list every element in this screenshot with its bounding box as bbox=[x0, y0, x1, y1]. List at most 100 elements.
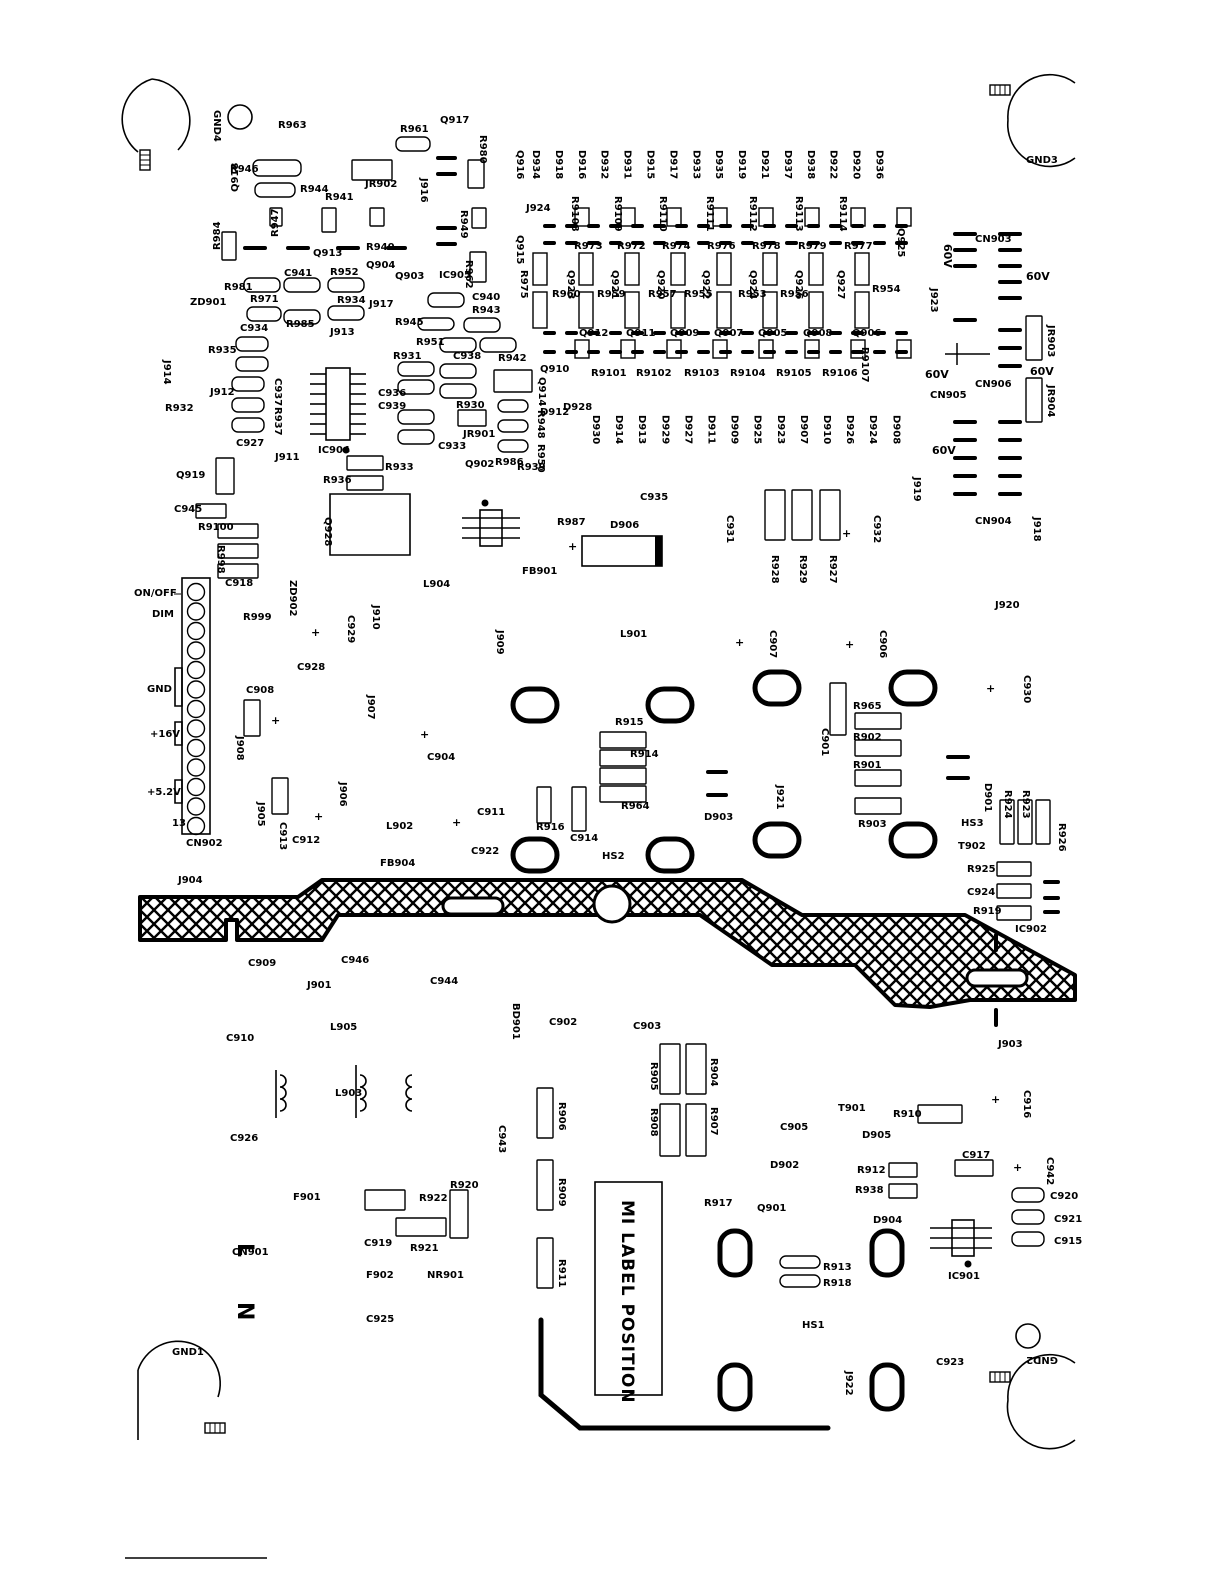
component-label: J918 bbox=[1031, 516, 1042, 542]
component-pad bbox=[536, 786, 552, 824]
component-label: C912 bbox=[292, 835, 320, 846]
component-pad bbox=[779, 1274, 821, 1288]
screw-icon-top-right bbox=[989, 84, 1011, 96]
component-pad bbox=[246, 306, 282, 322]
component-pad bbox=[327, 277, 365, 293]
diode-label-bottom: D911 bbox=[706, 415, 717, 444]
component-label: IC905 bbox=[439, 270, 471, 281]
component-pad bbox=[819, 489, 841, 541]
component-pad bbox=[536, 1237, 554, 1289]
component-label: J906 bbox=[337, 781, 348, 807]
component-label: C913 bbox=[277, 822, 288, 850]
heatsink-slot bbox=[717, 1362, 753, 1412]
component-label: C933 bbox=[438, 441, 466, 452]
array-pad bbox=[896, 207, 912, 227]
diode-label-bottom: D910 bbox=[821, 415, 832, 444]
ic901-footprint bbox=[930, 1219, 992, 1268]
component-label: R944 bbox=[300, 184, 329, 195]
polarity-mark: + bbox=[991, 1093, 1000, 1106]
polarity-mark: + bbox=[986, 682, 995, 695]
component-pad bbox=[469, 251, 487, 283]
component-label: R979 bbox=[798, 241, 827, 252]
component-label: J909 bbox=[494, 629, 505, 655]
component-label: R918 bbox=[823, 1278, 852, 1289]
component-pad bbox=[217, 563, 259, 579]
component-label: C905 bbox=[780, 1122, 808, 1133]
component-label: R946 bbox=[230, 164, 259, 175]
component-label: HS1 bbox=[802, 1320, 825, 1331]
component-label: Q928 bbox=[322, 517, 333, 546]
component-label: J924 bbox=[525, 203, 551, 214]
component-label: R910 bbox=[893, 1109, 922, 1120]
diode-label-bottom: D914 bbox=[613, 415, 624, 444]
diode-label-top: D938 bbox=[805, 150, 816, 179]
array-pad bbox=[716, 291, 732, 329]
component-label: C911 bbox=[477, 807, 505, 818]
component-pad bbox=[996, 905, 1032, 921]
component-label: R903 bbox=[858, 819, 887, 830]
component-label: R9113 bbox=[793, 196, 804, 232]
voltage-label: 60V bbox=[925, 368, 949, 381]
component-label: FB901 bbox=[522, 566, 557, 577]
array-pad bbox=[670, 291, 686, 329]
mounting-hole-label: GND3 bbox=[1026, 155, 1058, 166]
component-pad bbox=[1011, 1209, 1045, 1225]
component-label: D912 bbox=[540, 407, 569, 418]
component-label: R9102 bbox=[636, 368, 672, 379]
polarity-mark: + bbox=[420, 728, 429, 741]
component-label: Q918 bbox=[230, 163, 241, 192]
connector-cn902 bbox=[174, 577, 211, 836]
component-label: R978 bbox=[752, 241, 781, 252]
component-label: C917 bbox=[962, 1150, 990, 1161]
component-label: C937 bbox=[272, 378, 283, 406]
component-label: R929 bbox=[797, 555, 808, 584]
component-label: C925 bbox=[366, 1314, 394, 1325]
array-pad bbox=[578, 252, 594, 286]
array-pad bbox=[854, 291, 870, 329]
component-pad bbox=[779, 1255, 821, 1269]
polarity-mark: + bbox=[271, 714, 280, 727]
component-pad bbox=[215, 457, 235, 495]
component-label: R939 bbox=[517, 462, 546, 473]
polarity-mark: + bbox=[735, 636, 744, 649]
component-label: J911 bbox=[274, 452, 300, 463]
component-pad bbox=[1017, 799, 1033, 845]
component-label: C931 bbox=[724, 515, 735, 543]
component-label: R927 bbox=[827, 555, 838, 584]
mounting-hole-label: GND1 bbox=[172, 1347, 204, 1358]
component-label: R934 bbox=[337, 295, 366, 306]
array-pad bbox=[620, 207, 636, 227]
component-label: J921 bbox=[774, 784, 785, 810]
array-pad bbox=[712, 339, 728, 359]
component-label: Q917 bbox=[440, 115, 469, 126]
component-label: R973 bbox=[574, 241, 603, 252]
component-pad bbox=[217, 543, 259, 559]
cn902-pin-label: +16V bbox=[150, 729, 180, 740]
component-label: C944 bbox=[430, 976, 458, 987]
component-label: L905 bbox=[330, 1022, 357, 1033]
component-pad bbox=[369, 207, 385, 227]
component-label: JR901 bbox=[462, 429, 495, 440]
pad-layer bbox=[195, 136, 1051, 1289]
component-pad bbox=[996, 883, 1032, 899]
component-label: J907 bbox=[365, 694, 376, 720]
component-label: R933 bbox=[385, 462, 414, 473]
component-label: R971 bbox=[250, 294, 279, 305]
mounting-hole-label: GND4 bbox=[211, 110, 222, 142]
screw-icon-bottom-right bbox=[989, 1371, 1011, 1383]
label-position-text: MI LABEL POSITION bbox=[617, 1200, 637, 1404]
component-label: D901 bbox=[982, 783, 993, 812]
component-label: NR901 bbox=[427, 1270, 464, 1281]
diode-label-bottom: D930 bbox=[590, 415, 601, 444]
component-pad bbox=[954, 1159, 994, 1177]
heatsink-slot bbox=[645, 836, 695, 874]
component-label: R953 bbox=[738, 289, 767, 300]
component-label: Q927 bbox=[835, 270, 846, 299]
component-label: R956 bbox=[780, 289, 809, 300]
component-pad bbox=[397, 361, 435, 377]
component-pad bbox=[659, 1043, 681, 1095]
array-pad bbox=[850, 207, 866, 227]
component-pad bbox=[252, 159, 302, 177]
